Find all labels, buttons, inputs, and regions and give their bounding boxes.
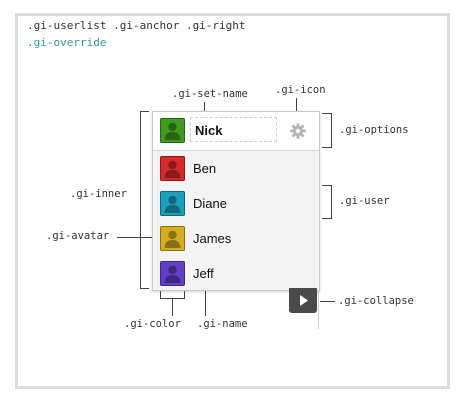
set-name-input[interactable]: Nick bbox=[190, 117, 277, 142]
connector-name bbox=[205, 283, 206, 316]
user-row[interactable]: Jeff bbox=[153, 256, 319, 291]
user-row[interactable]: James bbox=[153, 221, 319, 256]
bracket-user bbox=[331, 185, 332, 219]
label-collapse: .gi-collapse bbox=[338, 295, 414, 307]
label-color: .gi-color bbox=[124, 318, 181, 330]
user-avatar[interactable] bbox=[160, 261, 185, 286]
user-name: James bbox=[193, 231, 232, 246]
label-user: .gi-user bbox=[339, 195, 390, 207]
label-options: .gi-options bbox=[339, 124, 409, 136]
bracket-user-top bbox=[322, 185, 332, 186]
panel-header: Nick bbox=[153, 112, 319, 151]
label-avatar: .gi-avatar bbox=[46, 230, 110, 242]
gear-icon[interactable] bbox=[289, 122, 307, 140]
override-title: .gi-override bbox=[27, 36, 107, 49]
user-avatar[interactable] bbox=[160, 156, 185, 181]
user-avatar[interactable] bbox=[160, 191, 185, 216]
play-icon bbox=[300, 295, 308, 306]
user-name: Diane bbox=[193, 196, 227, 211]
bracket-inner-top bbox=[140, 111, 149, 112]
user-row[interactable]: Diane bbox=[153, 186, 319, 221]
connector-set-name bbox=[204, 102, 205, 118]
label-inner: .gi-inner bbox=[70, 188, 127, 200]
bracket-options-bottom bbox=[322, 147, 332, 148]
user-row[interactable]: Ben bbox=[153, 151, 319, 186]
label-set-name: .gi-set-name bbox=[172, 88, 248, 100]
label-icon: .gi-icon bbox=[275, 84, 326, 96]
label-name: .gi-name bbox=[197, 318, 248, 330]
bracket-color-right bbox=[184, 290, 185, 299]
user-avatar[interactable] bbox=[160, 226, 185, 251]
user-name: Ben bbox=[193, 161, 217, 176]
bracket-options bbox=[331, 113, 332, 148]
selector-title: .gi-userlist .gi-anchor .gi-right bbox=[27, 19, 246, 32]
bracket-user-bottom bbox=[322, 218, 332, 219]
bracket-inner bbox=[140, 111, 141, 289]
connector-icon bbox=[296, 98, 297, 118]
owner-avatar[interactable] bbox=[160, 118, 185, 143]
bracket-options-top bbox=[322, 113, 332, 114]
bracket-inner-bottom bbox=[140, 288, 149, 289]
collapse-button[interactable] bbox=[289, 288, 317, 313]
connector-color bbox=[172, 298, 173, 316]
bracket-color-left bbox=[160, 290, 161, 299]
connector-avatar bbox=[117, 237, 158, 238]
user-name: Jeff bbox=[193, 266, 214, 281]
connector-collapse bbox=[320, 301, 335, 302]
